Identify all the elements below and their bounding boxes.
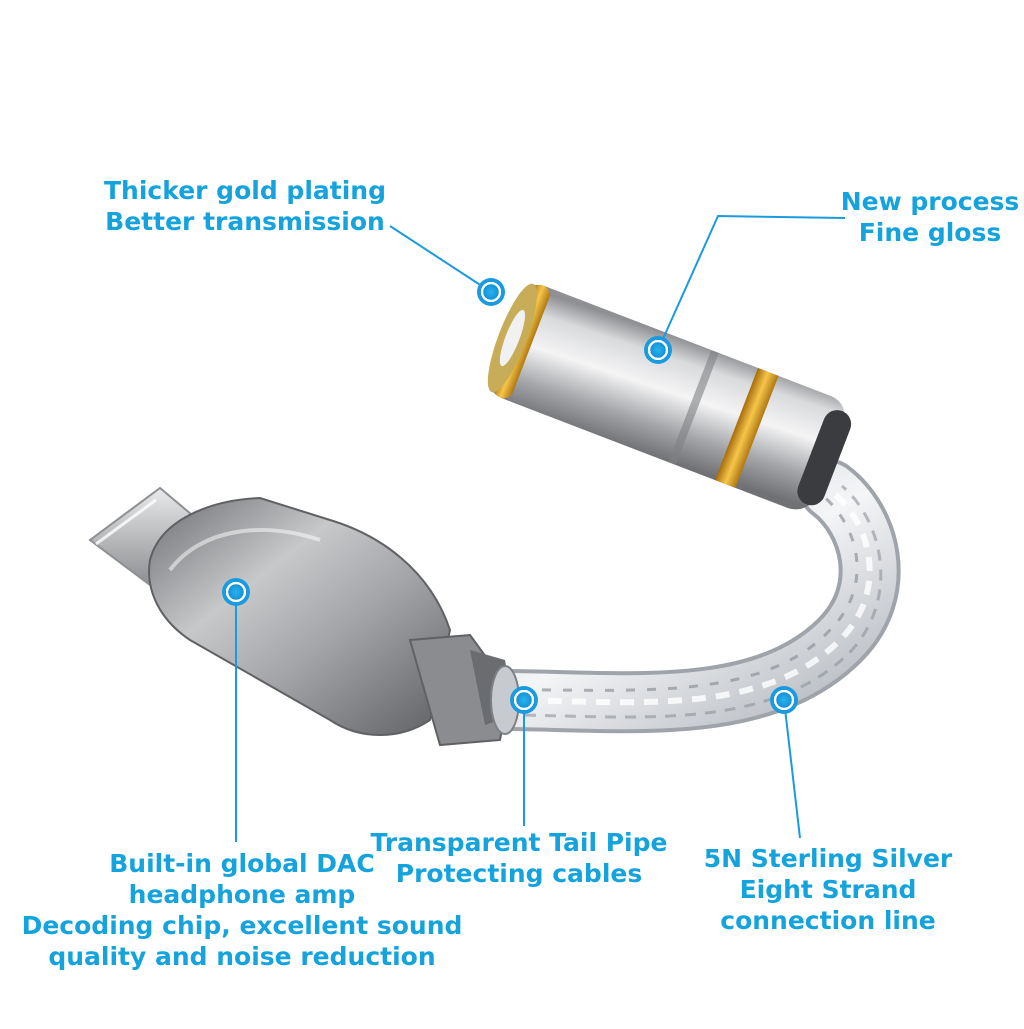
braided-cable	[469, 459, 901, 734]
callout-gold-plating: Thicker gold plating Better transmission	[100, 175, 390, 237]
leader-line-gloss	[657, 214, 846, 351]
leader-line-silver	[783, 699, 801, 839]
callout-dac: Built-in global DAC headphone amp Decodi…	[20, 848, 464, 972]
callout-line: Decoding chip, excellent sound	[21, 911, 463, 940]
callout-dot-silver	[770, 686, 798, 714]
callout-line: Built-in global DAC	[109, 849, 375, 878]
callout-line: Thicker gold plating	[104, 176, 386, 205]
callout-dot-gold	[477, 278, 505, 306]
callout-dot-gloss	[644, 336, 672, 364]
usb-c-plug	[88, 486, 520, 747]
callout-tail-pipe: Transparent Tail Pipe Protecting cables	[368, 827, 670, 889]
callout-fine-gloss: New process Fine gloss	[830, 186, 1024, 248]
leader-line-gold	[389, 225, 492, 293]
callout-line: Eight Strand	[739, 875, 917, 904]
audio-jack-barrel	[487, 283, 852, 510]
callout-line: Better transmission	[105, 207, 385, 236]
callout-line: connection line	[720, 906, 936, 935]
callout-line: New process	[840, 187, 1020, 216]
callout-line: Transparent Tail Pipe	[370, 828, 668, 857]
callout-silver-strand: 5N Sterling Silver Eight Strand connecti…	[700, 843, 956, 936]
callout-line: 5N Sterling Silver	[703, 844, 953, 873]
callout-line: headphone amp	[128, 880, 356, 909]
callout-line: quality and noise reduction	[48, 942, 436, 971]
leader-lines	[235, 214, 846, 842]
callout-dot-tail	[510, 686, 538, 714]
callout-line: Protecting cables	[395, 859, 643, 888]
callout-dot-dac	[222, 578, 250, 606]
callout-line: Fine gloss	[858, 218, 1002, 247]
